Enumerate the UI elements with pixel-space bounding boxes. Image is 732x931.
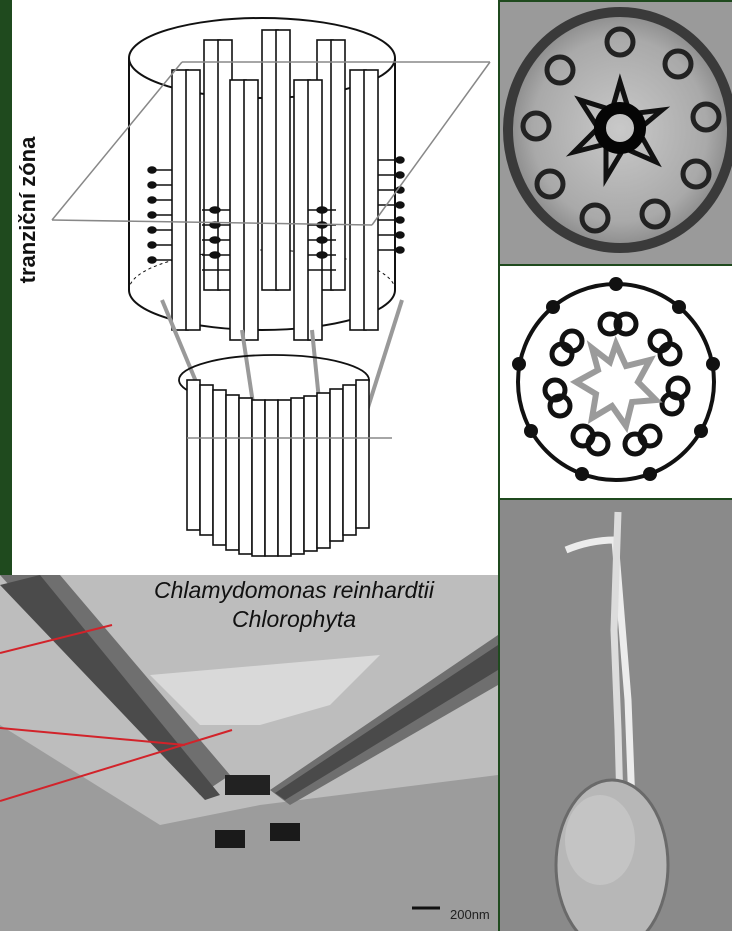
division-name: Chlorophyta xyxy=(0,606,498,633)
cross-section-schematic xyxy=(500,266,732,498)
transition-zone-label: tranziční zóna xyxy=(15,137,41,284)
em-cross-section-image xyxy=(500,2,732,264)
transition-zone-diagram xyxy=(12,0,498,575)
cilium-cylinder-illustration xyxy=(12,0,498,575)
scale-bar-label: 200nm xyxy=(450,907,490,922)
sem-cell-image xyxy=(500,500,732,931)
species-name: Chlamydomonas reinhardtii xyxy=(0,577,498,604)
